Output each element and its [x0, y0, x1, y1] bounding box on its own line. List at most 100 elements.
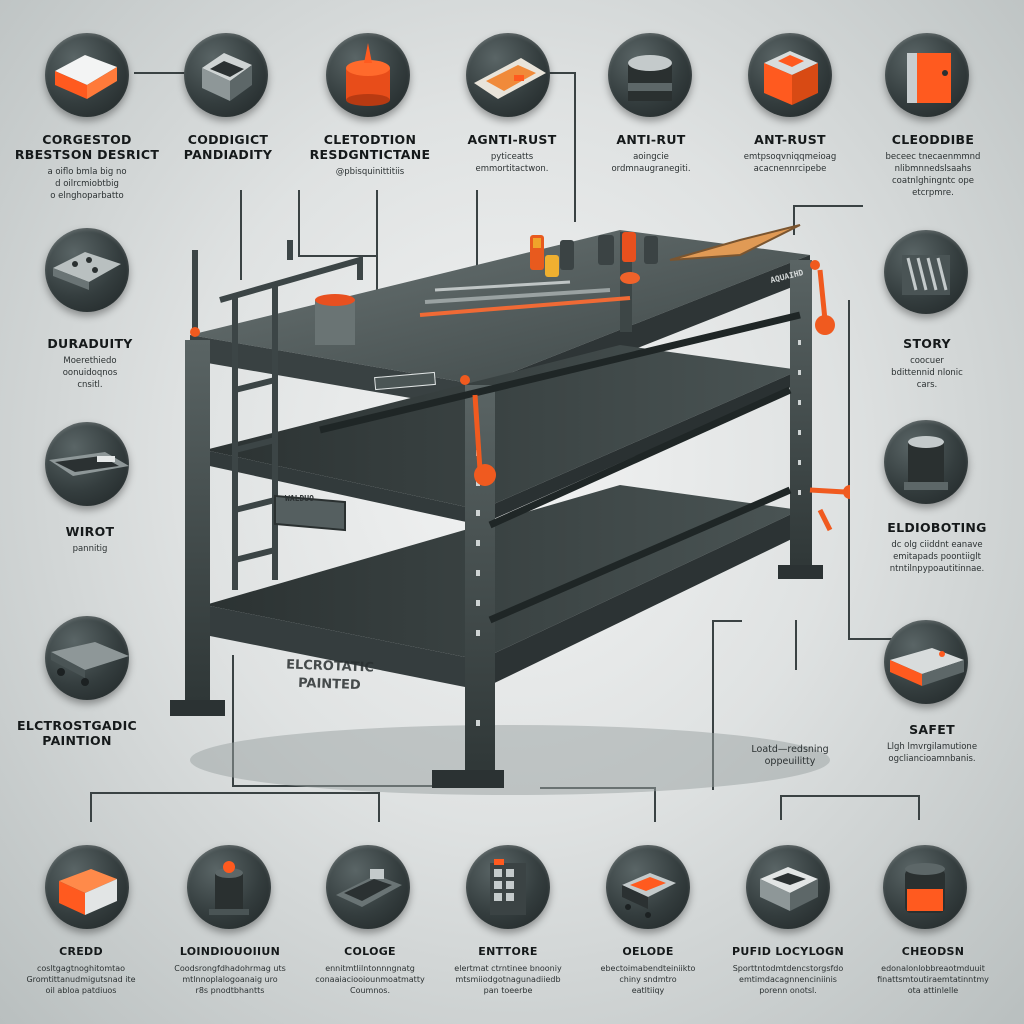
- connector-line: [240, 190, 242, 280]
- connector-line: [476, 190, 478, 285]
- badge-tray-icon: [184, 33, 268, 117]
- callout-desc: pannitig: [72, 544, 108, 554]
- callout-bottom-7: CHEODSN edonalonlobbreaotmduuit finattsm…: [858, 944, 1008, 996]
- callout-right-2: ELDIOBOTING dc olg ciiddnt eanave emitap…: [862, 520, 1012, 575]
- orange-block-icon: [59, 869, 117, 915]
- badge-tool-tray-icon: [466, 33, 550, 117]
- callout-desc: a oiflo bmla big no d oilrcmiobtbig o el…: [47, 167, 127, 201]
- callout-top-2: CODDIGICT PANDIADITY: [153, 132, 303, 166]
- callout-desc: beceec tnecaenmmnd nlibmnnedslsaahs coat…: [885, 152, 981, 198]
- tray-icon: [202, 53, 252, 101]
- connector-line: [545, 72, 575, 74]
- bench-label: ELCROTATIC PAINTED: [249, 637, 411, 697]
- callout-title: STORY: [903, 336, 951, 351]
- connector-line: [848, 300, 850, 640]
- gear-rack-icon: [902, 255, 950, 295]
- connector-line: [134, 72, 194, 74]
- panel-icon: [907, 53, 951, 103]
- callout-desc: elertmat ctrntinee bnooniy mtsmiiodgotna…: [454, 964, 562, 995]
- callout-title: ENTTORE: [478, 945, 538, 958]
- container-icon: [628, 55, 672, 101]
- connector-line: [298, 255, 378, 257]
- workbench-illustration: [170, 224, 850, 795]
- badge-cylinder-icon: [884, 420, 968, 504]
- connector-line: [574, 72, 576, 222]
- callout-bottom-1: CREDD cosltgagtnoghitomtao Gromtittanudm…: [6, 944, 156, 996]
- connector-line: [795, 620, 797, 670]
- callout-desc: ebectoimabendteiniikto chiny sndmtro eat…: [600, 964, 696, 995]
- callout-title: CLEODDIBE: [891, 132, 975, 147]
- callout-title: ELDIOBOTING: [887, 520, 987, 535]
- callout-title: AGNTI-RUST: [467, 132, 557, 147]
- callout-bottom-6: PUFID LOCYLOGN Sporttntodmtdencstorgsfdo…: [713, 944, 863, 996]
- callout-desc: aoingcie ordmnaugranegiti.: [611, 152, 691, 174]
- connector-line: [90, 792, 92, 822]
- connector-line: [712, 620, 742, 622]
- callout-title: CODDIGICT PANDIADITY: [183, 132, 273, 162]
- callout-left-2: WIROT pannitig: [15, 524, 165, 555]
- connector-line: [780, 795, 782, 820]
- badge-lamp-icon: [187, 845, 271, 929]
- box-icon: [764, 51, 818, 105]
- badge-cart-icon: [45, 616, 129, 700]
- connector-line: [376, 190, 378, 300]
- callout-title: ANTI-RUT: [616, 132, 686, 147]
- callout-mid-desc: Loatd—redsning oppeuilitty: [730, 740, 850, 768]
- callout-title: WIROT: [65, 524, 115, 539]
- badge-box-icon: [748, 33, 832, 117]
- callout-title: CHEODSN: [901, 945, 965, 958]
- connector-line: [918, 795, 920, 820]
- callout-top-7: CLEODDIBE beceec tnecaenmmnd nlibmnnedsl…: [858, 132, 1008, 199]
- callout-desc: Llgh lmvrgilamutione ogcliancioamnbanis.: [886, 742, 978, 764]
- connector-line: [298, 190, 300, 255]
- badge-drawer-icon: [45, 422, 129, 506]
- callout-top-5: ANTI-RUT aoingcie ordmnaugranegiti.: [576, 132, 726, 175]
- cart-icon: [51, 642, 129, 686]
- tray-cart-icon: [622, 873, 676, 918]
- callout-title: LOINDIOUOIIUN: [179, 945, 281, 958]
- paint-can-icon: [346, 43, 390, 106]
- callout-title: CREDD: [59, 945, 103, 958]
- callout-desc: Loatd—redsning oppeuilitty: [751, 744, 829, 767]
- callout-desc: emtpsoqvniqqmeioag acacnennrcipebe: [743, 152, 837, 174]
- callout-title: ANT-RUST: [754, 132, 826, 147]
- callout-top-6: ANT-RUST emtpsoqvniqqmeioag acacnennrcip…: [715, 132, 865, 175]
- callout-top-1: CORGESTOD RBESTSON DESRICT a oiflo bmla …: [12, 132, 162, 202]
- connector-line: [378, 792, 380, 822]
- callout-desc: edonalonlobbreaotmduuit finattsmtoutirae…: [877, 964, 989, 995]
- callout-desc: Moerethiedo oonuidoqnos cnsitl.: [62, 356, 118, 390]
- badge-bed-icon: [326, 845, 410, 929]
- callout-desc: dc olg ciiddnt eanave emitapads poontiig…: [889, 540, 985, 574]
- callout-title: OELODE: [622, 945, 674, 958]
- callout-desc: ennitmtlilntonnngnatg conaaiaciooiounmoa…: [315, 964, 425, 995]
- callout-desc: cosltgagtnoghitomtao Gromtittanudmigutsn…: [26, 964, 136, 995]
- callout-title: SAFET: [909, 722, 955, 737]
- badge-tray-cart-icon: [606, 845, 690, 929]
- callout-top-3: CLETODTION RESDGNTICTANE @pbisquinittiti…: [295, 132, 445, 178]
- badge-jar-icon: [883, 845, 967, 929]
- lamp-icon: [209, 861, 249, 915]
- callout-title: CLETODTION RESDGNTICTANE: [309, 132, 431, 162]
- badge-plate-icon: [45, 228, 129, 312]
- badge-gear-rack-icon: [884, 230, 968, 314]
- callout-title: COLOGE: [344, 945, 396, 958]
- connector-line: [654, 787, 656, 822]
- callout-right-3: SAFET Llgh lmvrgilamutione ogcliancioamn…: [852, 722, 1012, 765]
- drawer-icon: [49, 452, 129, 476]
- connector-line: [780, 795, 920, 797]
- badge-tub-icon: [746, 845, 830, 929]
- connector-line: [793, 205, 795, 235]
- callout-desc: Sporttntodmtdencstorgsfdo emtimdacagnnen…: [732, 964, 844, 995]
- callout-bottom-5: OELODE ebectoimabendteiniikto chiny sndm…: [573, 944, 723, 996]
- basin-icon: [890, 648, 964, 686]
- tub-icon: [760, 867, 818, 911]
- tool-tray-icon: [474, 58, 546, 99]
- callout-top-4: AGNTI-RUST pyticeatts emmortitactwon.: [437, 132, 587, 175]
- badge-block-icon: [45, 33, 129, 117]
- callout-bottom-4: ENTTORE elertmat ctrntinee bnooniy mtsmi…: [433, 944, 583, 996]
- badge-container-icon: [608, 33, 692, 117]
- callout-title: ELCTROSTGADIC PAINTION: [16, 718, 138, 748]
- badge-orange-block-icon: [45, 845, 129, 929]
- block-icon: [55, 55, 117, 99]
- connector-line: [712, 620, 714, 790]
